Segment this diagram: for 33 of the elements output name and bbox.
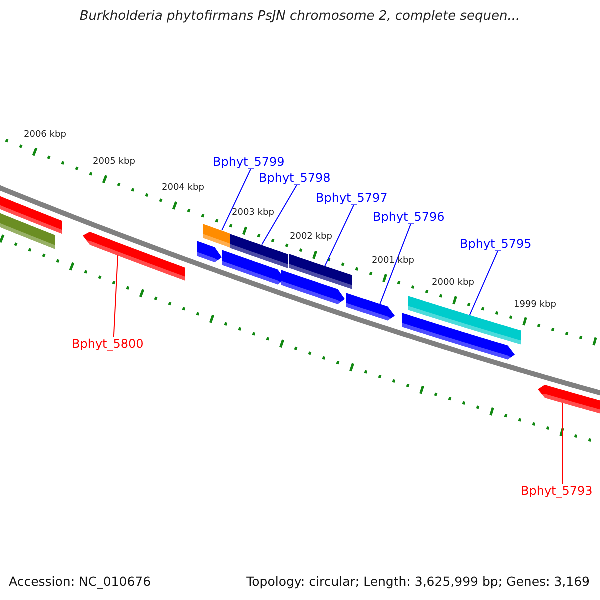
gene-feature <box>538 385 600 416</box>
scale-label: 2001 kbp <box>372 256 414 267</box>
leader-line <box>380 224 412 306</box>
accession-text: Accession: NC_010676 <box>9 574 152 589</box>
gene-feature <box>346 293 395 322</box>
scale-label: 2003 kbp <box>232 208 274 219</box>
gene-label: Bphyt_5793 <box>521 484 593 498</box>
gene-feature <box>203 224 230 248</box>
scale-label: 2006 kbp <box>24 130 66 141</box>
scale-label: 2005 kbp <box>93 157 136 168</box>
scale-label: 2002 kbp <box>290 232 332 243</box>
title: Burkholderia phytofirmans PsJN chromosome 2, complete sequen... <box>78 9 522 25</box>
scale-label: 2000 kbp <box>432 278 474 289</box>
gene-label: Bphyt_5795 <box>460 237 532 252</box>
gene-label: Bphyt_5796 <box>373 210 445 224</box>
gene-label: Bphyt_5800 <box>72 337 144 352</box>
gene-label: Bphyt_5797 <box>316 191 388 206</box>
gene-feature <box>402 312 515 360</box>
leader-line <box>562 403 564 484</box>
gene-feature <box>83 232 185 280</box>
leader-line <box>324 204 354 267</box>
scale-label: 1999 kbp <box>514 300 556 311</box>
gene-feature <box>197 240 222 262</box>
gene-feature <box>289 254 352 290</box>
leader-line <box>470 250 498 316</box>
gene-feature <box>230 234 288 268</box>
leader-line <box>113 254 118 338</box>
gene-label: Bphyt_5798 <box>259 171 331 186</box>
scale-label: 2004 kbp <box>162 183 204 194</box>
gene-feature <box>281 270 345 305</box>
gene-label: Bphyt_5799 <box>213 155 285 170</box>
genome-info-text: Topology: circular; Length: 3,625,999 bp; Genes: 3,169 <box>246 574 590 589</box>
leader-line <box>262 184 298 246</box>
